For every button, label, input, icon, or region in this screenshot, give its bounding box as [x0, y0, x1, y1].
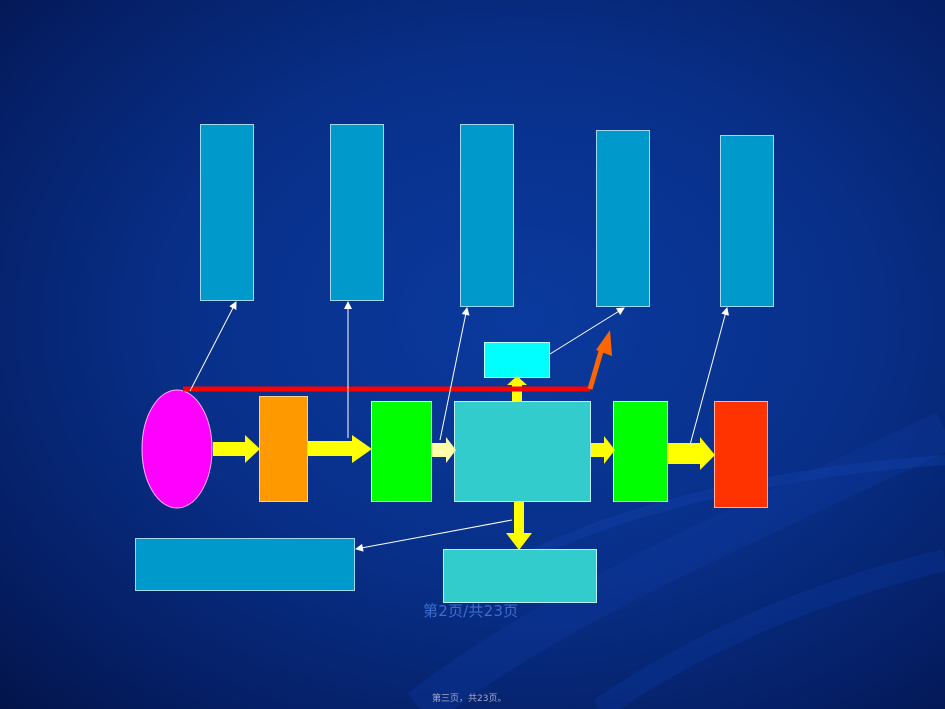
connector-6: [355, 519, 513, 552]
connector-3: [439, 307, 470, 441]
flow-arrow-2: [308, 435, 372, 463]
source-ellipse: [141, 389, 213, 509]
connector-1: [189, 301, 237, 392]
flow-arrow-4: [591, 436, 615, 464]
process-teal-center-box: [454, 401, 591, 502]
flow-arrow-1: [213, 435, 260, 463]
bottom-teal-box: [443, 549, 597, 603]
process-green-box-1: [371, 401, 432, 502]
flow-arrow-5: [668, 437, 715, 470]
process-orange-box: [259, 396, 308, 502]
process-green-box-2: [613, 401, 668, 502]
top-box-3: [460, 124, 514, 307]
small-cyan-box: [484, 342, 550, 378]
connector-4: [549, 307, 625, 355]
orange-arrow-head: [596, 330, 612, 356]
connector-5: [689, 307, 730, 446]
page-label: 第2页/共23页: [423, 602, 519, 620]
footer-text: 第三页，共23页。: [432, 694, 507, 704]
top-box-5: [720, 135, 774, 307]
orange-arrow-shaft: [587, 347, 605, 390]
flow-arrow-3: [432, 437, 456, 463]
top-box-1: [200, 124, 254, 301]
bottom-wide-box: [135, 538, 355, 591]
top-box-4: [596, 130, 650, 307]
flow-arrow-down: [506, 502, 532, 550]
top-box-2: [330, 124, 384, 301]
